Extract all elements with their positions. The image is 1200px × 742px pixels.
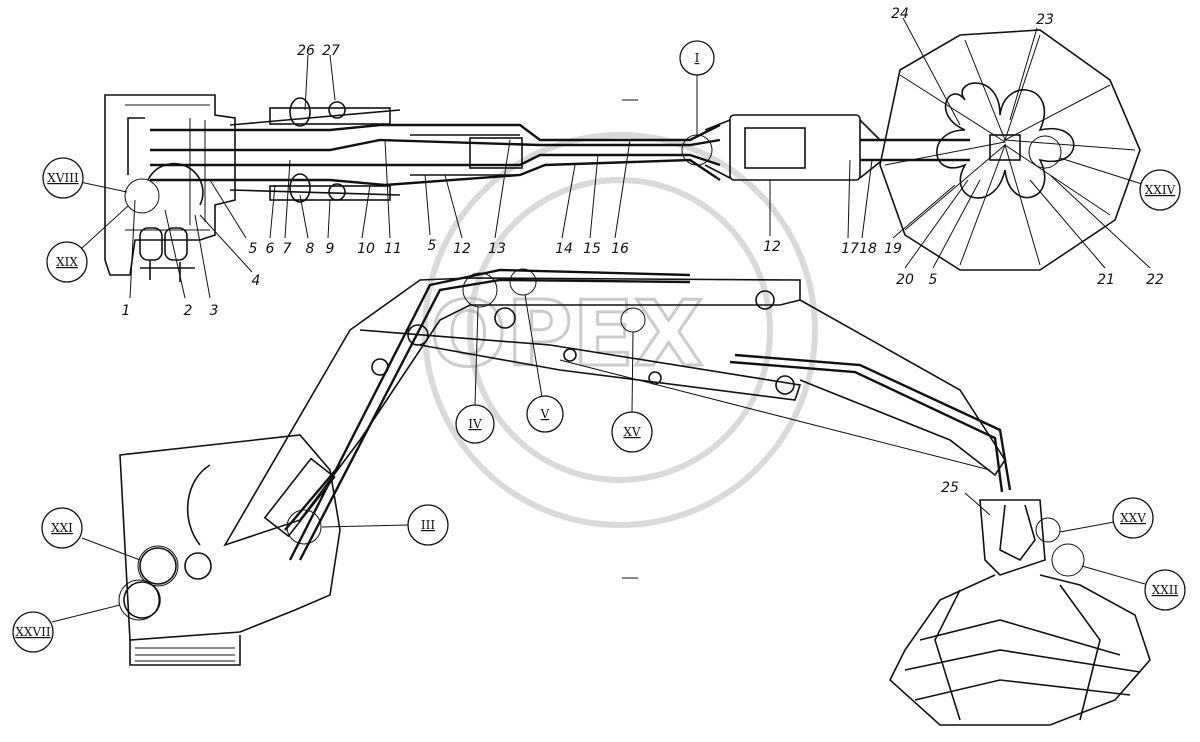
- part-number-11: 11: [384, 241, 402, 257]
- part-number-1: 1: [122, 303, 131, 319]
- watermark: OPEX: [422, 132, 818, 528]
- view-label-XVIII: XVIII: [47, 171, 79, 185]
- view-label-XXII: XXII: [1152, 583, 1179, 597]
- part-number-7: 7: [283, 241, 292, 257]
- part-number-12-b: 12: [763, 239, 781, 255]
- side-view-grab: [889, 499, 1151, 726]
- view-label-XXI: XXI: [51, 521, 73, 535]
- part-number-25: 25: [941, 480, 959, 496]
- view-label-V: V: [540, 407, 550, 421]
- part-number-15: 15: [583, 241, 601, 257]
- view-label-XXVII: XXVII: [15, 625, 50, 639]
- top-view-hoses: [150, 97, 970, 203]
- part-number-3: 3: [210, 303, 219, 319]
- view-callouts: I XVIII XIX IV V XV III XXI XXVII XXIV X…: [12, 40, 1186, 653]
- part-number-26: 26: [297, 43, 315, 59]
- view-label-III: III: [421, 518, 435, 532]
- top-view-machine-body: [104, 94, 236, 282]
- part-numbers: 1 2 3 4 5 6 7 8 9 10 11 5 12 13 14 15 16…: [122, 6, 1164, 496]
- part-number-14: 14: [555, 241, 573, 257]
- part-number-16: 16: [611, 241, 629, 257]
- view-label-I: I: [695, 51, 700, 65]
- part-number-6: 6: [266, 241, 275, 257]
- part-number-18: 18: [859, 241, 877, 257]
- view-label-IV: IV: [468, 417, 482, 431]
- view-label-XV: XV: [623, 425, 641, 439]
- part-number-23: 23: [1036, 12, 1054, 28]
- part-number-22: 22: [1146, 272, 1164, 288]
- part-number-12: 12: [453, 241, 471, 257]
- part-number-17: 17: [841, 241, 859, 257]
- part-number-5: 5: [249, 241, 258, 257]
- part-number-5-c: 5: [929, 272, 938, 288]
- part-number-8: 8: [306, 241, 315, 257]
- view-label-XXIV: XXIV: [1145, 183, 1176, 197]
- part-number-27: 27: [322, 43, 340, 59]
- part-number-leaders: [129, 17, 1151, 516]
- part-number-19: 19: [884, 241, 902, 257]
- part-number-4: 4: [252, 273, 261, 289]
- part-number-24: 24: [891, 6, 909, 22]
- part-number-2: 2: [184, 303, 193, 319]
- part-number-9: 9: [326, 241, 335, 257]
- top-view-grab: [879, 29, 1141, 271]
- part-number-21: 21: [1097, 272, 1115, 288]
- view-label-XXV: XXV: [1120, 511, 1146, 525]
- part-number-13: 13: [488, 241, 506, 257]
- part-number-20: 20: [896, 272, 914, 288]
- view-label-XIX: XIX: [56, 255, 78, 269]
- side-view-machine-body: [119, 434, 341, 666]
- part-number-5-b: 5: [428, 238, 437, 254]
- part-number-10: 10: [357, 241, 375, 257]
